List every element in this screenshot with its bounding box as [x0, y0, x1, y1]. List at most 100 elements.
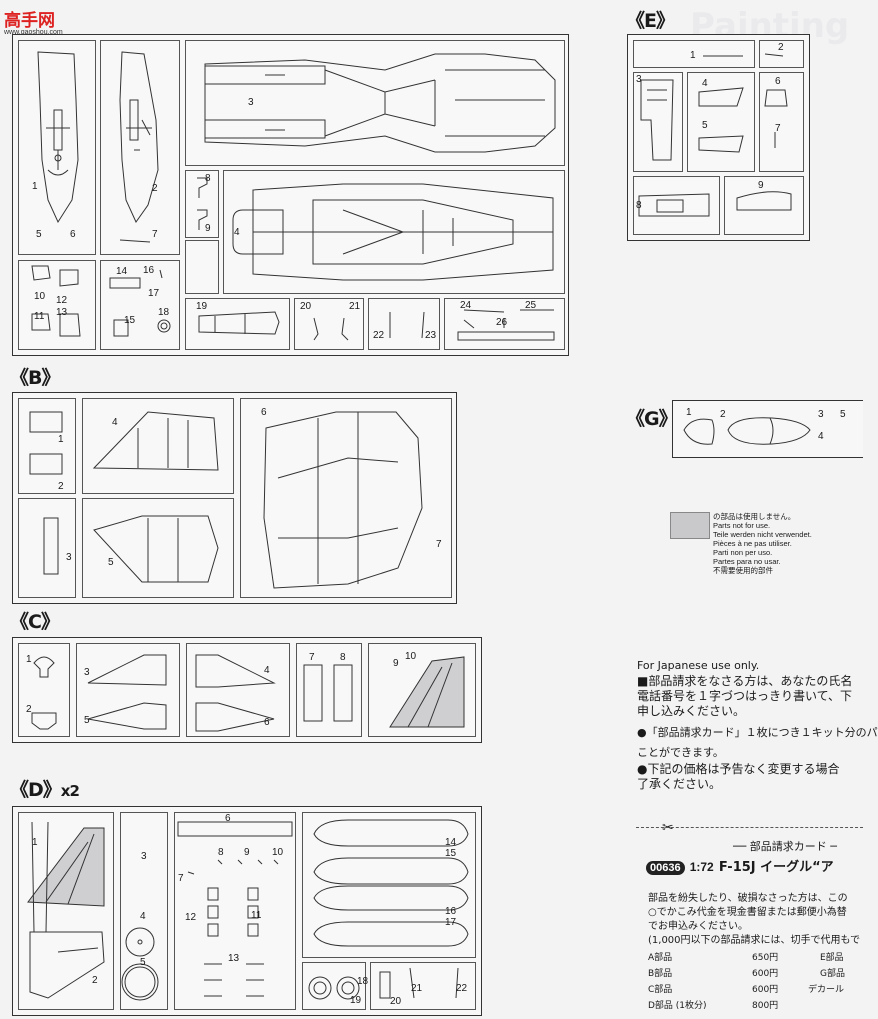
fuselage-half-left-drawing — [37, 51, 79, 224]
legend-line: Pièces à ne pas utiliser. — [713, 539, 792, 548]
part-label: 25 — [525, 300, 537, 311]
sprue-a-empty-box — [185, 240, 219, 294]
part-label: 16 — [143, 265, 155, 276]
part-label: 20 — [300, 301, 312, 312]
card-title: ── 部品請求カード ─ — [733, 840, 837, 853]
price-value: 650円 — [752, 953, 779, 963]
price-part-2: デカール — [808, 985, 845, 995]
legend-line: 不需要使用的部件 — [713, 566, 773, 575]
logo-url: www.gaoshou.com — [4, 29, 63, 36]
card-text: 部品を紛失したり、破損なさった方は、この — [648, 893, 848, 904]
part-label: 2 — [26, 704, 32, 715]
part-label: 6 — [264, 717, 270, 728]
sprue-d-label: 《D》x2 — [10, 775, 80, 802]
sprue-c-drawings — [31, 654, 465, 732]
part-label: 23 — [425, 330, 437, 341]
price-part-2: G部品 — [820, 969, 845, 979]
card-kit-row: 00636 1:72 F-15J イーグル“ア — [646, 856, 834, 875]
part-label: 21 — [349, 301, 361, 312]
kit-code-badge: 00636 — [646, 861, 685, 875]
part-label: 7 — [775, 123, 781, 134]
part-label: 1 — [686, 407, 692, 418]
part-label: 13 — [56, 307, 68, 318]
part-label: 4 — [234, 227, 240, 238]
part-label: 9 — [244, 847, 250, 858]
part-label: 2 — [58, 481, 64, 492]
legend-line: Partes para no usar. — [713, 557, 781, 566]
part-label: 5 — [36, 229, 42, 240]
part-label: 15 — [124, 315, 136, 326]
logo-text: 高手网 — [4, 11, 55, 31]
part-label: 8 — [340, 652, 346, 663]
price-value: 600円 — [752, 985, 779, 995]
part-label: 22 — [373, 330, 385, 341]
part-label: 8 — [218, 847, 224, 858]
card-text: ○でかこみ代金を現金書留または郵便小為替 — [648, 907, 847, 918]
price-part: A部品 — [648, 953, 673, 963]
sprue-d-small-parts-box — [174, 812, 296, 1010]
price-row: B部品 600円 G部品 — [648, 966, 863, 982]
sprue-d-multiplier: x2 — [60, 782, 80, 800]
legend-line: の部品は使用しません。 — [713, 512, 796, 521]
part-label: 12 — [56, 295, 68, 306]
part-label: 5 — [840, 409, 846, 420]
price-part: C部品 — [648, 985, 673, 995]
sprue-d-label-text: 《D》 — [10, 779, 62, 801]
price-row: D部品 (1枚分) 800円 — [648, 998, 863, 1014]
part-label: 7 — [152, 229, 158, 240]
part-label: 6 — [261, 407, 267, 418]
sprue-d-part-3-5-box — [120, 812, 168, 1010]
order-text: 了承ください。 — [637, 777, 722, 791]
part-label: 5 — [702, 120, 708, 131]
part-label: 8 — [636, 200, 642, 211]
part-label: 18 — [357, 976, 369, 987]
kit-name: F-15J イーグル“ア — [718, 860, 834, 875]
small-parts-a3-drawing — [109, 269, 171, 337]
sprue-b-part-3-box — [18, 498, 76, 598]
sprue-b-part-4-box — [82, 398, 234, 494]
order-text: ●下記の価格は予告なく変更する場合 — [637, 762, 840, 776]
sprue-g-frame — [672, 400, 863, 458]
part-label: 1 — [58, 434, 64, 445]
unused-parts-swatch — [670, 512, 710, 539]
price-value: 800円 — [752, 1001, 779, 1011]
part-label: 2 — [152, 183, 158, 194]
part-label: 16 — [445, 906, 457, 917]
sprue-g-label: 《G》 — [626, 408, 678, 430]
price-value: 600円 — [752, 969, 779, 979]
part-label: 10 — [405, 651, 417, 662]
part-label: 5 — [140, 957, 146, 968]
part-label: 17 — [148, 288, 160, 299]
order-text: 申し込みください。 — [637, 704, 746, 718]
part-label: 24 — [460, 300, 472, 311]
cut-line — [636, 827, 863, 828]
part-label: 1 — [26, 654, 32, 665]
part-label: 4 — [112, 417, 118, 428]
part-label: 14 — [445, 837, 457, 848]
part-label: 3 — [818, 409, 824, 420]
price-part: B部品 — [648, 969, 673, 979]
part-label: 10 — [272, 847, 284, 858]
parts-24-26-drawing — [457, 309, 555, 341]
japanese-use-note: For Japanese use only. — [637, 659, 760, 672]
part-label: 3 — [636, 74, 642, 85]
sprue-a-part-22-23-box — [368, 298, 440, 350]
part-label: 11 — [251, 910, 262, 921]
part-label: 4 — [818, 431, 824, 442]
card-text: (1,000円以下の部品請求には、切手で代用もで — [648, 935, 861, 946]
part-label: 1 — [690, 50, 696, 61]
part-label: 9 — [205, 223, 211, 234]
unused-parts-legend: の部品は使用しません。 Parts not for use. Teile wer… — [713, 512, 812, 575]
sprue-d-part-18-19-box — [302, 962, 366, 1010]
part-label: 7 — [178, 873, 184, 884]
sprue-c-part-3-5-box — [76, 643, 180, 737]
parts-20-23-drawing — [313, 311, 425, 341]
kit-scale: 1:72 — [689, 860, 714, 874]
part-label: 13 — [228, 953, 240, 964]
part-label: 19 — [196, 301, 208, 312]
sprue-c-label: 《C》 — [10, 611, 60, 633]
part-label: 15 — [445, 848, 457, 859]
part-label: 5 — [84, 715, 90, 726]
part-label: 7 — [436, 539, 442, 550]
sprue-d-drawings — [27, 819, 469, 1001]
